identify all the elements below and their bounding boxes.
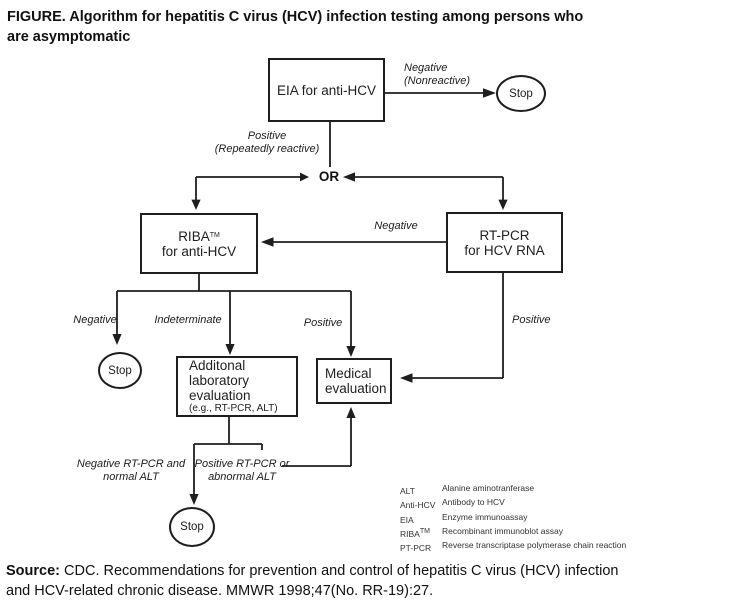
node-rtpcr-line2: for HCV RNA	[464, 242, 545, 258]
node-riba-line2: for anti-HCV	[161, 244, 237, 259]
node-stop-top-label: Stop	[509, 87, 533, 100]
node-additional-lab: Additonal laboratory evaluation (e.g., R…	[176, 356, 298, 417]
riba-tm-sup: TM	[209, 232, 220, 239]
node-additional-lab-line4: (e.g., RT-PCR, ALT)	[189, 403, 278, 414]
lab-negative-line1: Negative RT-PCR and	[76, 458, 186, 470]
edge-label-eia-positive: Positive (Repeatedly reactive)	[192, 130, 342, 155]
legend-definition: Alanine aminotranferase	[442, 483, 535, 493]
edge-label-riba-negative: Negative	[73, 314, 117, 326]
legend-definition: Reverse transcriptase polymerase chain r…	[442, 540, 627, 551]
node-additional-lab-line3: evaluation	[189, 388, 251, 403]
arrowhead-into-medical-top	[346, 346, 356, 357]
riba-name: RIBA	[178, 229, 210, 244]
edge-label-eia-negative: Negative (Nonreactive)	[404, 62, 470, 87]
source-citation: Source: CDC. Recommendations for prevent…	[6, 562, 748, 601]
edge-label-riba-positive: Positive	[303, 317, 343, 329]
legend-abbr: PT-PCR	[400, 543, 432, 554]
arrowhead-into-riba	[191, 199, 201, 210]
arrowhead-to-stop-bottom	[189, 494, 199, 505]
edge-label-rtpcr-to-riba-negative: Negative	[374, 220, 418, 232]
node-or-junction: OR	[318, 169, 340, 184]
arrowhead-into-medical-right	[400, 373, 413, 383]
node-riba: RIBATM for anti-HCV	[140, 213, 258, 274]
arrowhead-into-rtpcr	[498, 199, 508, 210]
edge-label-lab-negative: Negative RT-PCR and normal ALT	[68, 458, 194, 483]
source-line2: and HCV-related chronic disease. MMWR 19…	[6, 582, 434, 599]
node-rtpcr-line1: RT-PCR	[479, 227, 530, 243]
eia-negative-line2: (Nonreactive)	[404, 74, 471, 87]
node-additional-lab-line1: Additonal	[189, 358, 246, 373]
legend-abbr: EIA	[400, 514, 414, 525]
node-additional-lab-line2: laboratory	[189, 373, 250, 388]
source-line1: Source: CDC. Recommendations for prevent…	[6, 562, 748, 582]
edge-label-riba-indeterminate: Indeterminate	[154, 314, 222, 326]
node-medical-eval-line1: Medical	[325, 366, 372, 381]
node-medical-eval-line2: evaluation	[325, 381, 387, 396]
lab-negative-line2: normal ALT	[103, 470, 159, 483]
arrowhead-into-lab	[225, 344, 235, 355]
edge-label-lab-positive: Positive RT-PCR or abnormal ALT	[190, 458, 294, 483]
legend-abbr: ALT	[400, 486, 415, 496]
edge-label-rtpcr-positive: Positive	[512, 314, 551, 326]
node-stop-bottom-label: Stop	[180, 521, 204, 533]
legend-abbr: RIBATM	[400, 527, 430, 539]
arrowhead-into-medical-bottom	[346, 407, 356, 418]
node-eia-label: EIA for anti-HCV	[276, 82, 377, 98]
legend-abbr: Anti-HCV	[400, 500, 436, 511]
eia-positive-line2: (Repeatedly reactive)	[214, 142, 320, 155]
legend-definition: Recombinant immunoblot assay	[442, 525, 563, 536]
lab-positive-line2: abnormal ALT	[208, 470, 276, 483]
node-stop-left-label: Stop	[108, 364, 132, 377]
eia-positive-line1: Positive	[247, 130, 287, 142]
node-eia: EIA for anti-HCV	[268, 58, 385, 122]
node-medical-eval: Medical evaluation	[316, 358, 392, 404]
legend-definition: Enzyme immunoassay	[442, 511, 528, 522]
arrowhead-or-left	[300, 172, 309, 182]
legend-definition: Antibody to HCV	[442, 497, 505, 508]
eia-negative-line1: Negative	[404, 62, 448, 74]
node-stop-bottom: Stop	[169, 507, 215, 547]
figure-title: FIGURE. Algorithm for hepatitis C virus …	[7, 8, 737, 47]
arrowhead-to-stop-left	[112, 334, 122, 345]
arrowhead-or-right	[343, 172, 355, 182]
figure-title-line2: are asymptomatic	[7, 28, 131, 45]
node-riba-line1: RIBATM	[178, 228, 220, 244]
node-stop-top: Stop	[496, 75, 546, 112]
abbreviation-legend: ALT Alanine aminotranferase Anti-HCV Ant…	[400, 483, 730, 554]
source-label: Source:	[6, 563, 60, 579]
figure-title-line1: FIGURE. Algorithm for hepatitis C virus …	[7, 9, 584, 25]
lab-positive-line1: Positive RT-PCR or	[194, 458, 290, 470]
arrowhead-rtpcr-to-riba	[261, 237, 274, 247]
node-rtpcr: RT-PCR for HCV RNA	[446, 212, 563, 273]
arrowhead-to-stop-top	[483, 88, 496, 98]
node-stop-left: Stop	[98, 352, 142, 389]
source-text: CDC. Recommendations for prevention and …	[60, 563, 619, 579]
